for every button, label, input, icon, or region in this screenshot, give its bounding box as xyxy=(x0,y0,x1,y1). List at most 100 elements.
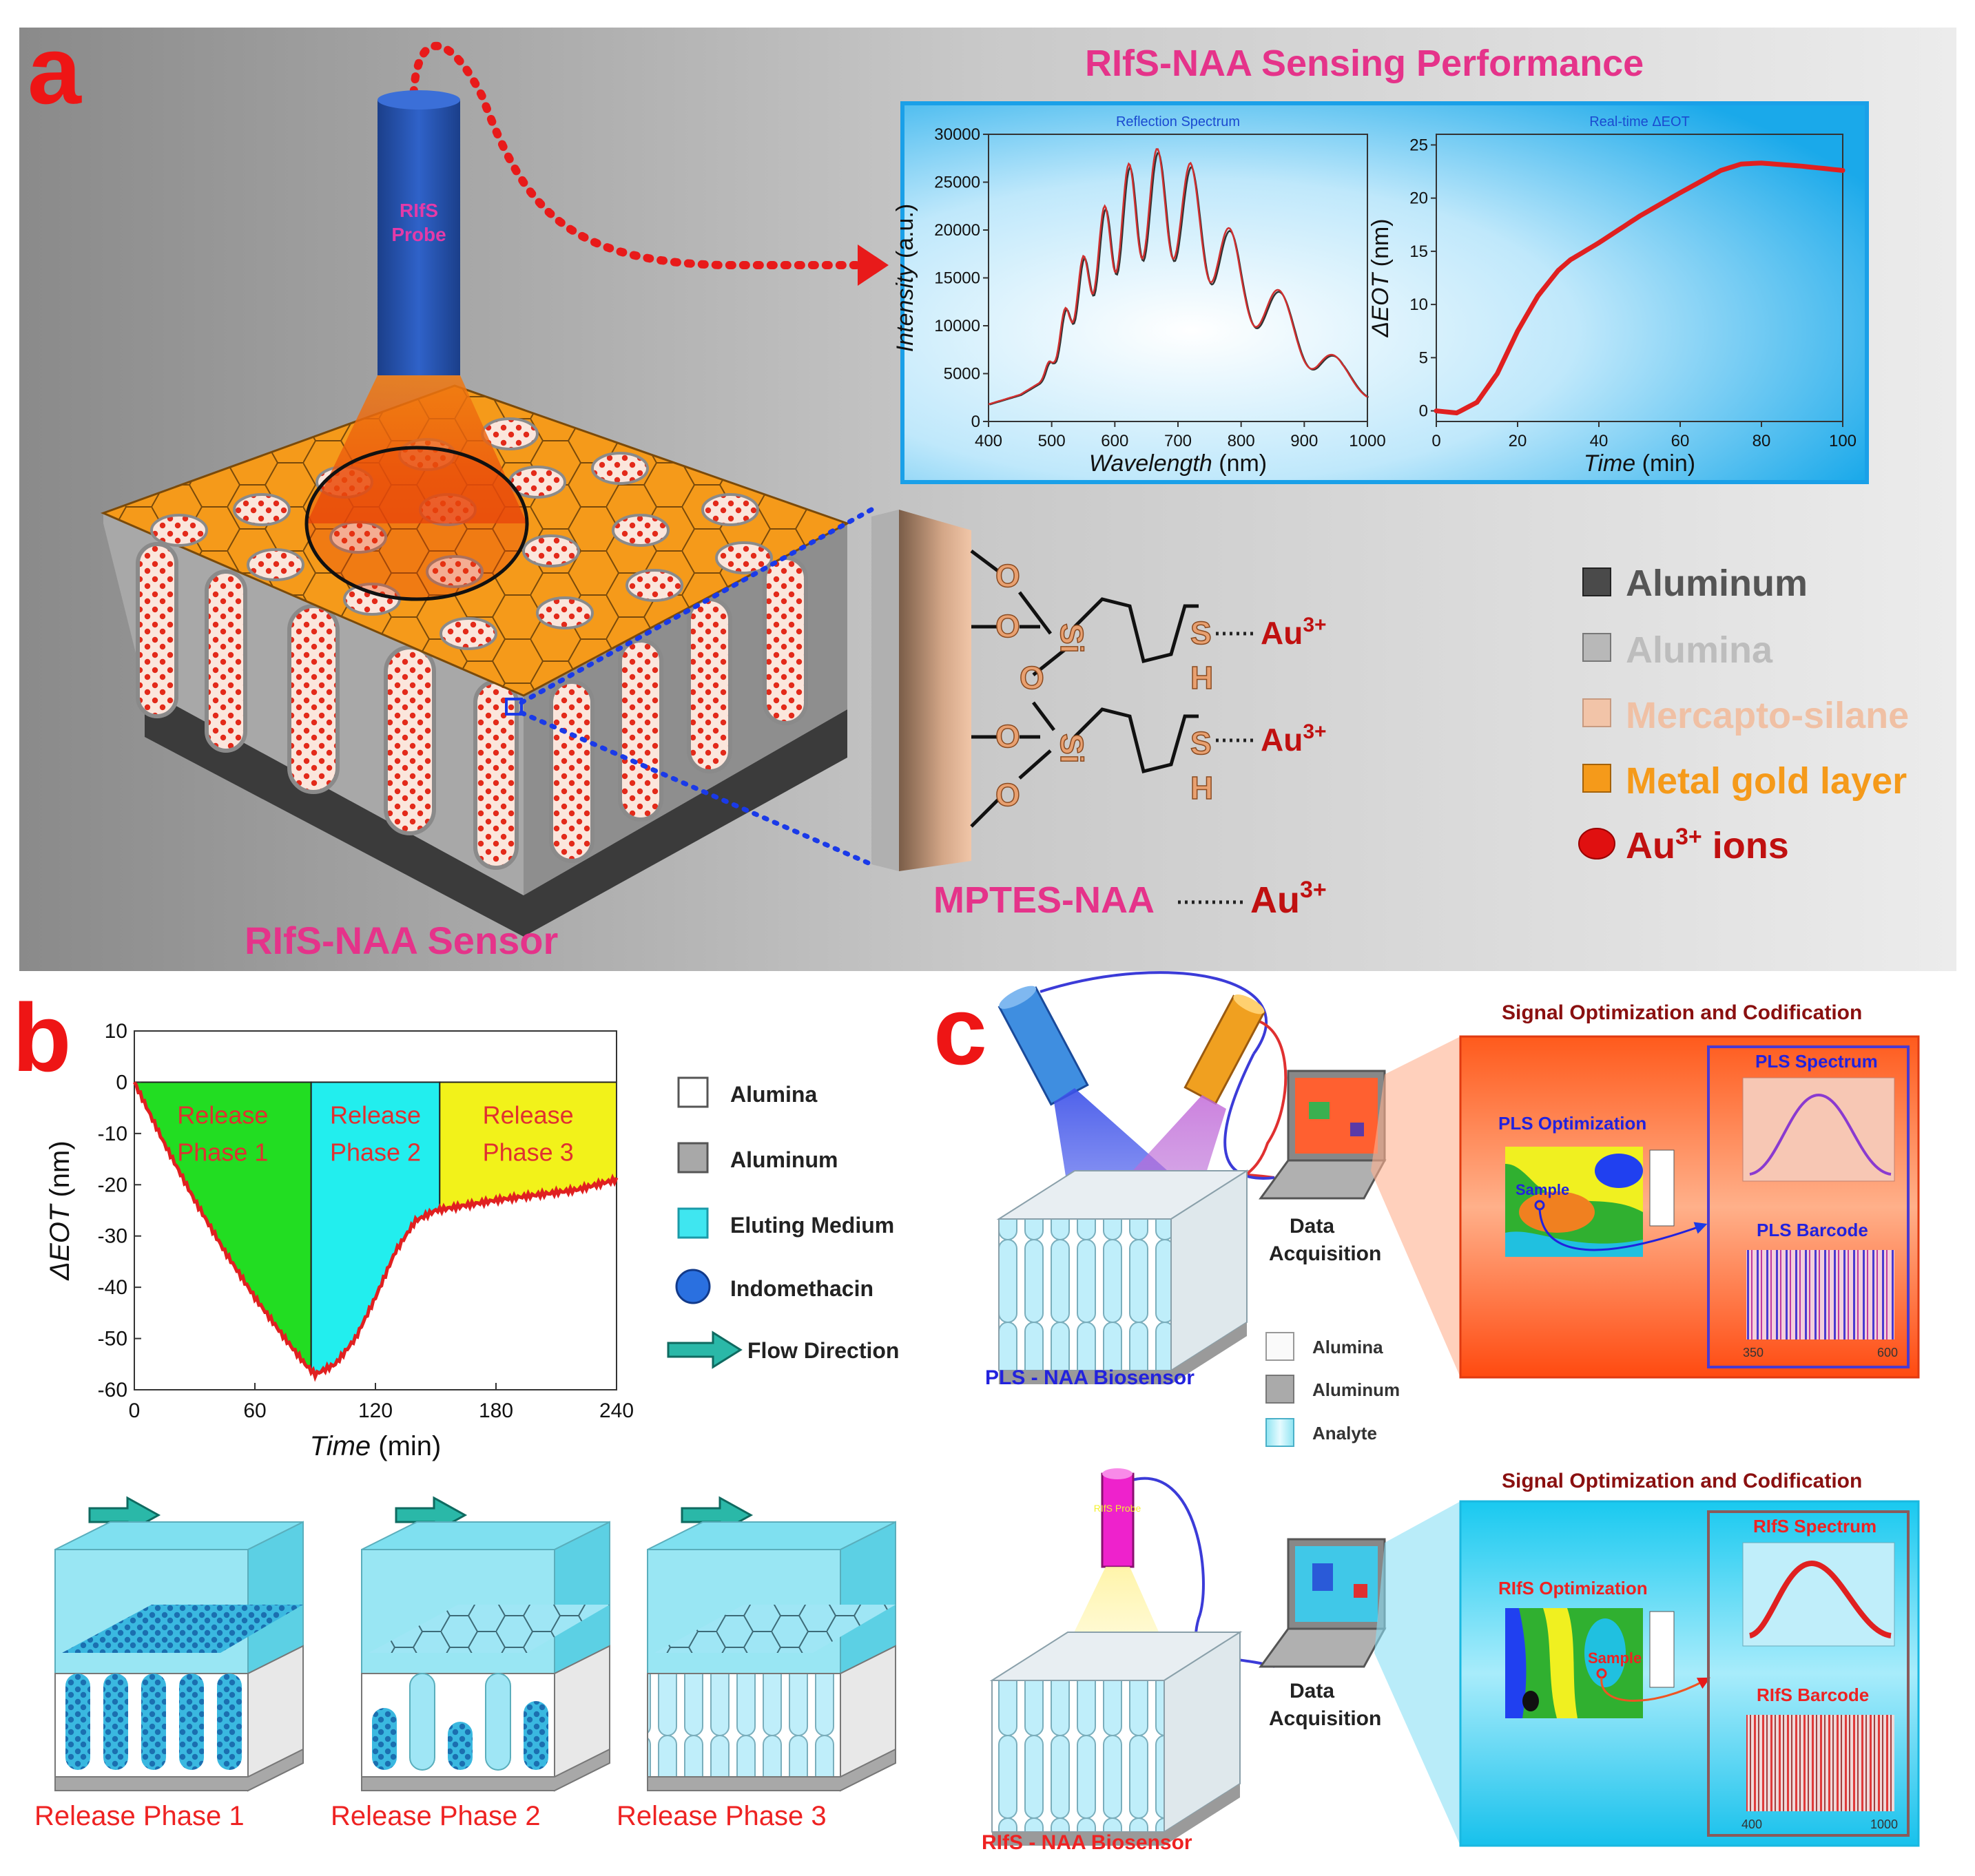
chart3-ytick-label: -50 xyxy=(98,1328,127,1351)
chart2-xtick-label: 60 xyxy=(1671,432,1690,450)
zoom-projection-bottom xyxy=(1374,1501,1460,1846)
laptop-top: Data Acquisition xyxy=(1259,1070,1387,1265)
illumination-spot xyxy=(304,446,529,601)
chart3-xtick-label: 0 xyxy=(129,1399,141,1422)
chart2-xlabel: Time (min) xyxy=(1584,450,1695,477)
atom-h-1: H xyxy=(1190,660,1213,696)
pls-tick-high: 600 xyxy=(1877,1346,1898,1359)
chart2-xtick-label: 40 xyxy=(1590,432,1609,450)
chart2-series-line xyxy=(1434,160,1845,416)
atom-s-2: S xyxy=(1190,725,1212,761)
chart1-xtick-label: 800 xyxy=(1228,432,1255,450)
chart3-xtick-label: 240 xyxy=(599,1399,634,1422)
rifs-barcode xyxy=(1746,1715,1894,1811)
rifs-spectrum-title: RIfS Spectrum xyxy=(1753,1516,1876,1536)
naa-sensor-block xyxy=(100,375,874,937)
atom-si-1: Si xyxy=(1054,623,1090,653)
chart2-ytick-label: 15 xyxy=(1409,242,1428,261)
chart3-xtick-label: 120 xyxy=(358,1399,393,1422)
pls-output-frame xyxy=(1707,1045,1910,1368)
pls-sensor-label: PLS - NAA Biosensor xyxy=(985,1366,1195,1389)
performance-title: RIfS-NAA Sensing Performance xyxy=(1085,43,1644,84)
probe-signal-arrow xyxy=(409,41,862,269)
atom-h-2: H xyxy=(1190,770,1213,806)
rifs-probe: RIfS Probe xyxy=(378,90,460,375)
aluminum-base xyxy=(145,689,847,937)
probe-label-2: Probe xyxy=(391,224,446,245)
caption-phase-3: Release Phase 3 xyxy=(617,1801,827,1831)
zoom-projection-top xyxy=(1371,1036,1460,1377)
chart2-plot-area xyxy=(1436,134,1843,422)
chart1-ytick-label: 10000 xyxy=(934,317,980,335)
chart3-ytick-label: -30 xyxy=(98,1225,127,1248)
chart3-xtick-label: 60 xyxy=(243,1399,266,1422)
chart1-ylabel: Intensity (a.u.) xyxy=(892,204,918,352)
release-blocks: Release Phase 1 Release Phase 2 Release … xyxy=(34,1496,896,1831)
panel-a-letter: a xyxy=(28,16,82,124)
atom-o-4: O xyxy=(995,718,1020,754)
phase-label-3-a: Release xyxy=(483,1101,574,1129)
au-ion-1: Au3+ xyxy=(1261,614,1327,651)
legend-b-eluting-medium: Eluting Medium xyxy=(730,1213,894,1238)
pls-spectrum-line xyxy=(1749,1093,1892,1176)
chart3-series-line xyxy=(132,1081,619,1382)
chart3-xlabel: Time (min) xyxy=(310,1431,442,1461)
release-block-2 xyxy=(361,1496,610,1792)
gold-top-surface xyxy=(100,384,850,697)
legend-alumina: Alumina xyxy=(1626,629,1773,671)
legend-au-ions: Au3+ ions xyxy=(1626,824,1789,866)
chart1-ytick-label: 15000 xyxy=(934,269,980,288)
alumina-wall xyxy=(899,510,971,871)
data-acq-1-line2: Acquisition xyxy=(1269,1242,1381,1265)
chart1-xtick-label: 600 xyxy=(1101,432,1128,450)
pores-front xyxy=(136,542,808,870)
chart1-xtick-label: 500 xyxy=(1038,432,1066,450)
chart2-ylabel: ΔEOT (nm) xyxy=(1367,218,1394,337)
panel-a-legend: Aluminum Alumina Mercapto-silane Metal g… xyxy=(1578,563,1909,866)
data-acq-2-line2: Acquisition xyxy=(1269,1707,1381,1730)
chart1-ytick-label: 20000 xyxy=(934,221,980,240)
chart1-ytick-label: 30000 xyxy=(934,125,980,144)
legend-c-alumina: Alumina xyxy=(1312,1337,1383,1357)
atom-o-5: O xyxy=(995,777,1020,813)
alumina-wall-edge xyxy=(871,510,899,871)
chart3-ytick-label: -40 xyxy=(98,1276,127,1299)
pls-optimization-title: PLS Optimization xyxy=(1498,1113,1646,1134)
chart2-xtick-label: 100 xyxy=(1829,432,1857,450)
phase-label-1-a: Release xyxy=(177,1101,268,1129)
rifs-tick-high: 1000 xyxy=(1870,1817,1898,1831)
rifs-setup: RIfS Probe RIfS - NAA Biosensor xyxy=(982,1468,1275,1854)
laptop-bottom: Data Acquisition xyxy=(1259,1538,1387,1730)
rifs-sensor-label: RIfS - NAA Biosensor xyxy=(982,1831,1192,1854)
au-ion-2: Au3+ xyxy=(1261,720,1327,758)
chart1-ytick-label: 25000 xyxy=(934,174,980,192)
rifs-optimization-title: RIfS Optimization xyxy=(1498,1578,1648,1598)
phase-label-2-b: Phase 2 xyxy=(330,1138,421,1166)
legend-b-flow-direction: Flow Direction xyxy=(747,1338,899,1363)
chart2-ytick-label: 5 xyxy=(1419,348,1428,367)
rifs-spectrum-line xyxy=(1748,1560,1892,1638)
chart1-xtick-label: 700 xyxy=(1164,432,1192,450)
performance-chart-frame xyxy=(900,101,1869,484)
title-bottom: Signal Optimization and Codification xyxy=(1502,1470,1862,1492)
chart3-ytick-label: 0 xyxy=(116,1071,127,1094)
legend-b-aluminum: Aluminum xyxy=(730,1147,838,1172)
chart3-ytick-label: -60 xyxy=(98,1379,127,1401)
rifs-tick-low: 400 xyxy=(1741,1817,1762,1831)
chart1-xtick-label: 400 xyxy=(975,432,1002,450)
zoom-marker xyxy=(505,698,523,716)
panel-a: a RIfS Probe xyxy=(19,16,1956,971)
chart1-xlabel: Wavelength (nm) xyxy=(1089,450,1267,477)
release-block-1 xyxy=(54,1496,304,1792)
legend-c-aluminum: Aluminum xyxy=(1312,1379,1400,1400)
phase-label-2-a: Release xyxy=(330,1101,421,1129)
pls-barcode-title: PLS Barcode xyxy=(1757,1220,1868,1240)
chart2-ytick-label: 20 xyxy=(1409,189,1428,208)
rifs-sample-label: Sample xyxy=(1588,1649,1642,1667)
pls-tick-low: 350 xyxy=(1743,1346,1764,1359)
chart2-ytick-label: 0 xyxy=(1419,402,1428,421)
zoom-line-bottom xyxy=(519,710,874,867)
